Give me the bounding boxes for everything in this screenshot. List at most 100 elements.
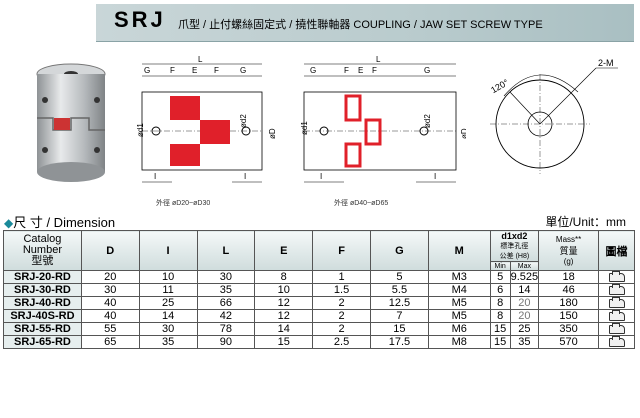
drawing-download-cell[interactable]	[598, 335, 635, 349]
cell-G: 12.5	[369, 296, 429, 310]
cell-max: 9.525	[509, 270, 540, 284]
cell-min: 15	[489, 322, 511, 336]
dimension-section-title: ◆尺 寸 / Dimension	[4, 212, 115, 231]
drawing-download-cell[interactable]	[598, 309, 635, 323]
header-L: L	[196, 230, 256, 271]
dim-D: øD	[268, 128, 276, 139]
drawing-download-cell[interactable]	[598, 270, 635, 284]
header-M: M	[427, 230, 491, 271]
section-title-text: 尺 寸 / Dimension	[13, 215, 116, 230]
dim-d2: ød2	[239, 114, 248, 128]
dim-L: L	[198, 55, 203, 64]
cell-G: 15	[369, 322, 429, 336]
header-D: D	[80, 230, 140, 271]
header-catalog: Catalog Number 型號	[3, 230, 82, 271]
cell-G: 5.5	[369, 283, 429, 297]
header-F: F	[312, 230, 371, 271]
cell-E: 12	[254, 296, 314, 310]
product-subtitle: 爪型 / 止付螺絲固定式 / 撓性聯軸器 COUPLING / JAW SET …	[178, 19, 543, 31]
header-E: E	[254, 230, 314, 271]
dim-I-left: I	[154, 172, 156, 181]
cell-I: 35	[138, 335, 198, 349]
caption-right: 外徑 øD40~øD65	[334, 200, 389, 207]
cell-max: 35	[509, 335, 540, 349]
screw-label: 2-M	[598, 58, 614, 68]
header-min: Min	[489, 261, 511, 271]
folder-icon[interactable]	[608, 309, 625, 321]
cell-D: 40	[80, 309, 140, 323]
cell-F: 1	[312, 270, 371, 284]
dim-D: øD	[460, 128, 466, 139]
header-drawing: 圖檔	[598, 230, 635, 271]
dimension-table: Catalog Number 型號 D I L E F G M d1xd2 標準…	[3, 230, 635, 349]
folder-icon[interactable]	[608, 322, 625, 334]
cell-M: M5	[427, 296, 491, 310]
cell-E: 10	[254, 283, 314, 297]
cell-min: 8	[489, 309, 511, 323]
drawing-large-coupling: L G F E F G ød1 ød2 øD I I	[300, 55, 466, 183]
header-G: G	[369, 230, 429, 271]
dim-I-left: I	[320, 172, 322, 181]
catalog-number: SRJ-30-RD	[3, 283, 82, 297]
dim-E: E	[192, 66, 197, 75]
cell-D: 65	[80, 335, 140, 349]
cell-max: 20	[509, 309, 540, 323]
cell-mass: 180	[538, 296, 600, 310]
header-bore: d1xd2 標準孔徑 公差 (H8)	[489, 230, 540, 262]
diamond-bullet-icon: ◆	[4, 216, 14, 230]
cell-F: 2	[312, 322, 371, 336]
cell-I: 14	[138, 309, 198, 323]
folder-icon[interactable]	[608, 296, 625, 308]
catalog-number: SRJ-40S-RD	[3, 309, 82, 323]
cell-min: 5	[489, 270, 511, 284]
cell-E: 8	[254, 270, 314, 284]
cell-M: M3	[427, 270, 491, 284]
cell-I: 10	[138, 270, 198, 284]
dim-I-right: I	[244, 172, 246, 181]
cell-L: 90	[196, 335, 256, 349]
cell-L: 66	[196, 296, 256, 310]
cell-D: 30	[80, 283, 140, 297]
cell-D: 40	[80, 296, 140, 310]
dim-E: E	[358, 66, 363, 75]
cell-L: 30	[196, 270, 256, 284]
folder-icon[interactable]	[608, 283, 625, 295]
cell-E: 14	[254, 322, 314, 336]
dim-I-right: I	[434, 172, 436, 181]
cell-M: M8	[427, 335, 491, 349]
header-I: I	[138, 230, 198, 271]
cell-F: 2.5	[312, 335, 371, 349]
drawing-download-cell[interactable]	[598, 283, 635, 297]
drawing-download-cell[interactable]	[598, 322, 635, 336]
dim-G-left: G	[144, 66, 150, 75]
cell-mass: 150	[538, 309, 600, 323]
drawing-small-coupling: L G F E F G ød1 ød2 øD I I	[136, 55, 276, 183]
cell-D: 55	[80, 322, 140, 336]
cell-mass: 18	[538, 270, 600, 284]
header-max: Max	[509, 261, 540, 271]
catalog-number: SRJ-20-RD	[3, 270, 82, 284]
cell-F: 1.5	[312, 283, 371, 297]
folder-icon[interactable]	[608, 270, 625, 282]
cell-L: 42	[196, 309, 256, 323]
cell-G: 7	[369, 309, 429, 323]
dim-d1: ød1	[300, 121, 309, 135]
catalog-number: SRJ-40-RD	[3, 296, 82, 310]
cell-M: M5	[427, 309, 491, 323]
cell-G: 17.5	[369, 335, 429, 349]
cell-I: 11	[138, 283, 198, 297]
cell-L: 78	[196, 322, 256, 336]
cell-M: M6	[427, 322, 491, 336]
catalog-number: SRJ-55-RD	[3, 322, 82, 336]
drawing-download-cell[interactable]	[598, 296, 635, 310]
cell-min: 8	[489, 296, 511, 310]
caption-left: 外徑 øD20~øD30	[156, 200, 211, 207]
folder-icon[interactable]	[608, 335, 625, 347]
product-photo	[36, 63, 106, 182]
dim-G-right: G	[240, 66, 246, 75]
